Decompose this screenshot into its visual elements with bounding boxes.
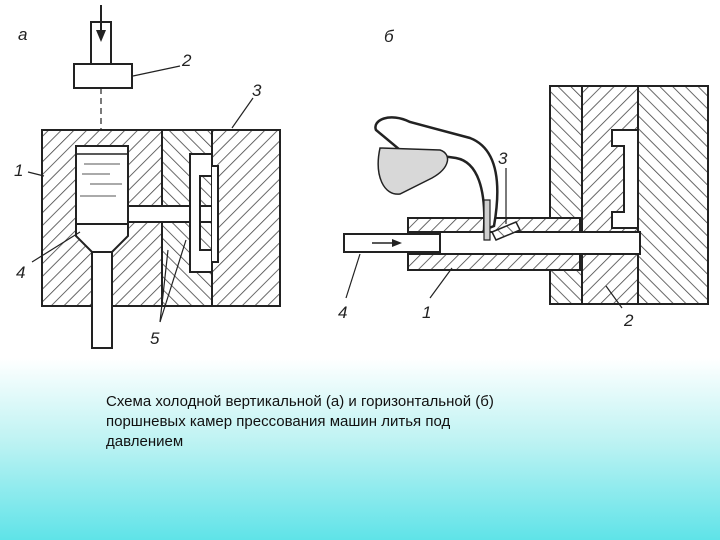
label-2-right: 2 xyxy=(623,311,634,330)
plunger-arrow-icon xyxy=(392,239,402,247)
ladle xyxy=(374,116,499,232)
fixed-die-plate xyxy=(549,85,583,305)
lower-rod xyxy=(91,251,113,349)
plunger-head xyxy=(73,63,133,89)
moving-die-half xyxy=(211,129,281,307)
label-3-left: 3 xyxy=(252,81,262,100)
label-5-left: 5 xyxy=(150,329,160,348)
die-cavity xyxy=(189,153,213,273)
horizontal-chamber-scheme: б 3 4 1 2 xyxy=(338,27,709,330)
sleeve-bore xyxy=(407,231,641,255)
pour-stream xyxy=(483,199,491,241)
label-3-right: 3 xyxy=(498,149,508,168)
label-4-left: 4 xyxy=(16,263,25,282)
molten-metal xyxy=(377,147,449,195)
pour-hole xyxy=(490,221,522,241)
label-2-left: 2 xyxy=(181,51,192,70)
caption-background xyxy=(0,358,720,540)
panel-label-b: б xyxy=(384,27,395,46)
arrow-head-icon xyxy=(96,30,106,42)
moving-die-half xyxy=(637,85,709,305)
caption-line-3: давлением xyxy=(106,433,184,450)
label-1-left: 1 xyxy=(14,161,23,180)
vertical-chamber-scheme: а 2 3 xyxy=(14,5,281,349)
die-cavity xyxy=(611,129,639,229)
figure-caption: Схема холодной вертикальной (а) и горизо… xyxy=(106,392,586,452)
casting-diagram: а 2 3 xyxy=(14,5,709,349)
panel-label-a: а xyxy=(18,25,27,44)
label-4-right: 4 xyxy=(338,303,347,322)
caption-line-1: Схема холодной вертикальной (а) и горизо… xyxy=(106,393,494,410)
caption-line-2: поршневых камер прессования машин литья … xyxy=(106,413,451,430)
pressing-chamber xyxy=(75,145,129,225)
label-1-right: 1 xyxy=(422,303,431,322)
